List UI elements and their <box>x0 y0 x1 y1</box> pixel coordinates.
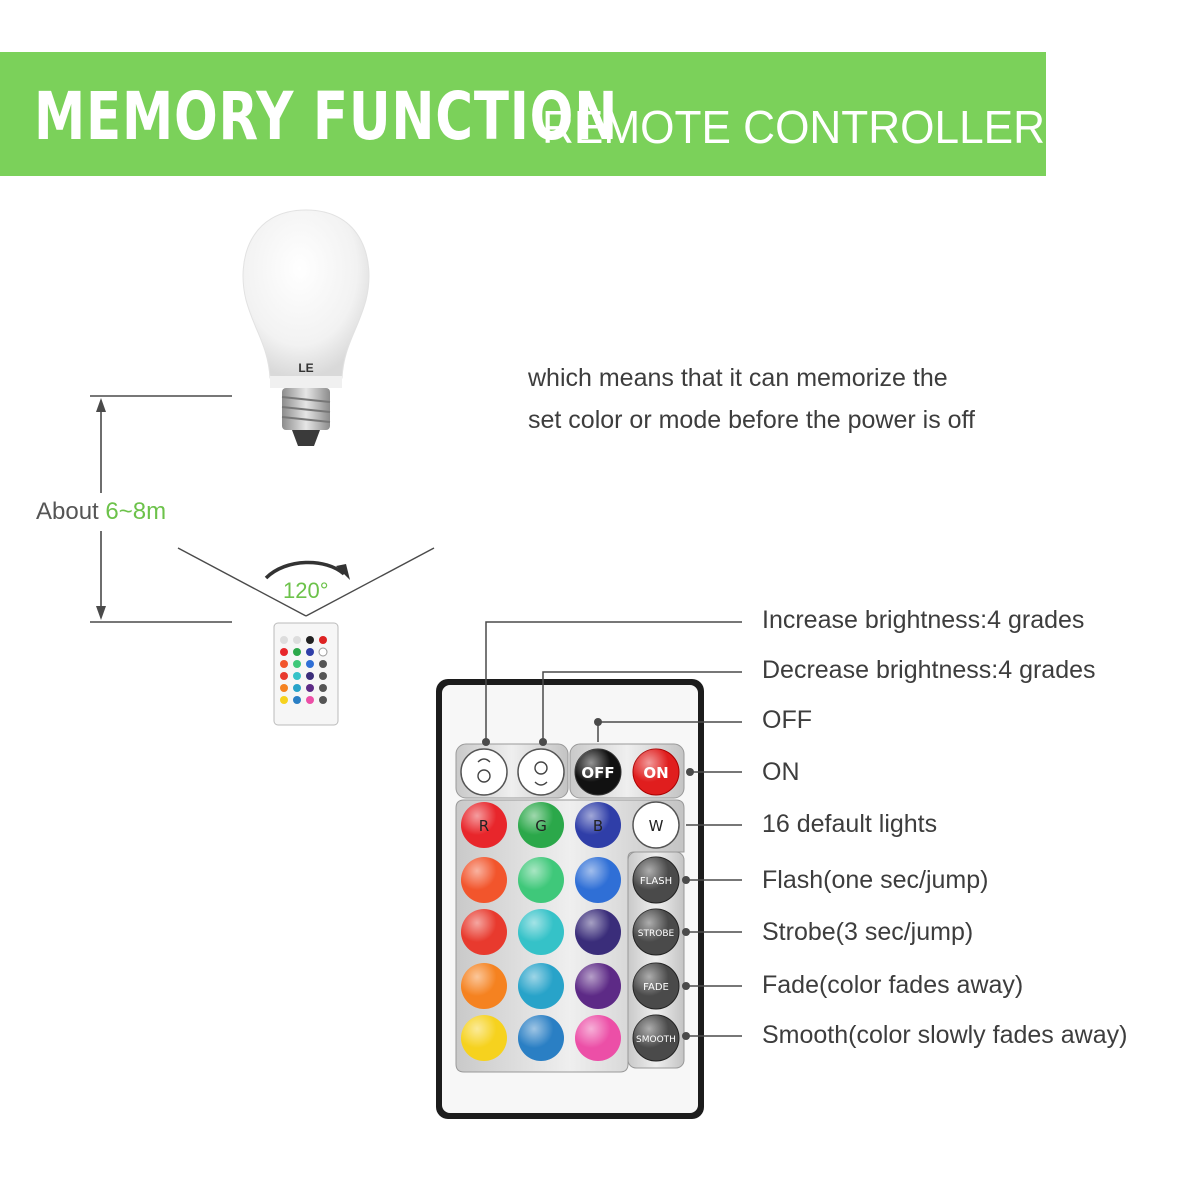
mode-button-group: FLASH STROBE FADE SMOOTH <box>632 856 680 1062</box>
signal-cone <box>177 547 435 617</box>
mode-button-label: FADE <box>643 982 669 993</box>
color-button[interactable] <box>518 857 564 903</box>
callout-strobe: Strobe(3 sec/jump) <box>762 918 974 946</box>
color-button[interactable] <box>518 909 564 955</box>
callout-default-lights: 16 default lights <box>762 810 938 838</box>
brightness-up-button[interactable] <box>460 748 508 796</box>
distance-indicator <box>90 395 232 623</box>
color-button[interactable]: B <box>575 802 621 848</box>
sun-icon <box>534 761 548 775</box>
color-button[interactable] <box>575 909 621 955</box>
on-button[interactable]: ON <box>632 748 680 796</box>
callout-dots <box>482 718 694 1040</box>
sun-icon <box>477 769 491 783</box>
callout-off: OFF <box>762 706 812 734</box>
distance-prefix: About <box>36 498 99 525</box>
bulb-illustration: LE <box>242 209 370 446</box>
color-button[interactable] <box>461 963 507 1009</box>
brightness-down-button[interactable] <box>517 748 565 796</box>
callout-flash: Flash(one sec/jump) <box>762 866 989 894</box>
banner-subtitle: REMOTE CONTROLLER <box>542 101 1045 153</box>
color-button[interactable]: R <box>461 802 507 848</box>
color-button[interactable] <box>575 1015 621 1061</box>
color-button[interactable] <box>461 1015 507 1061</box>
distance-value: 6~8m <box>105 498 167 525</box>
description-line-2: set color or mode before the power is of… <box>528 406 975 434</box>
callout-smooth: Smooth(color slowly fades away) <box>762 1021 1128 1049</box>
color-button[interactable] <box>518 1015 564 1061</box>
arrow-down-icon <box>96 606 106 620</box>
mode-button-fade[interactable]: FADE <box>632 962 680 1010</box>
color-key-label: B <box>593 817 603 835</box>
callout-decrease-brightness: Decrease brightness:4 grades <box>762 656 1096 684</box>
color-key-label: R <box>479 817 489 835</box>
mode-button-label: FLASH <box>640 876 672 887</box>
title-banner <box>0 52 1046 176</box>
callout-increase-brightness: Increase brightness:4 grades <box>762 606 1085 634</box>
color-key-label: G <box>535 817 547 835</box>
mode-button-label: SMOOTH <box>636 1035 676 1045</box>
angle-label: 120° <box>283 578 329 603</box>
color-button[interactable] <box>518 963 564 1009</box>
bulb-logo: LE <box>298 361 313 375</box>
mode-button-smooth[interactable]: SMOOTH <box>632 1014 680 1062</box>
color-button[interactable] <box>461 857 507 903</box>
distance-label: About 6~8m <box>36 498 166 526</box>
mode-button-label: STROBE <box>638 929 675 939</box>
white-button[interactable]: W <box>632 801 680 849</box>
svg-text:ON: ON <box>643 764 668 782</box>
mode-button-strobe[interactable]: STROBE <box>632 908 680 956</box>
banner-title: MEMORY FUNCTION <box>34 78 619 155</box>
description-line-1: which means that it can memorize the <box>528 364 948 392</box>
color-button[interactable] <box>461 909 507 955</box>
rotation-arc-icon <box>264 560 346 580</box>
color-button[interactable] <box>575 857 621 903</box>
arrow-up-icon <box>96 398 106 412</box>
color-button[interactable] <box>575 963 621 1009</box>
color-button[interactable]: G <box>518 802 564 848</box>
callout-on: ON <box>762 758 800 786</box>
svg-text:OFF: OFF <box>581 764 614 782</box>
callout-fade: Fade(color fades away) <box>762 971 1024 999</box>
remote-control <box>436 679 704 1119</box>
mode-button-flash[interactable]: FLASH <box>632 856 680 904</box>
off-button[interactable]: OFF <box>574 748 622 796</box>
color-key-label: W <box>649 817 664 835</box>
mini-remote <box>273 622 339 726</box>
